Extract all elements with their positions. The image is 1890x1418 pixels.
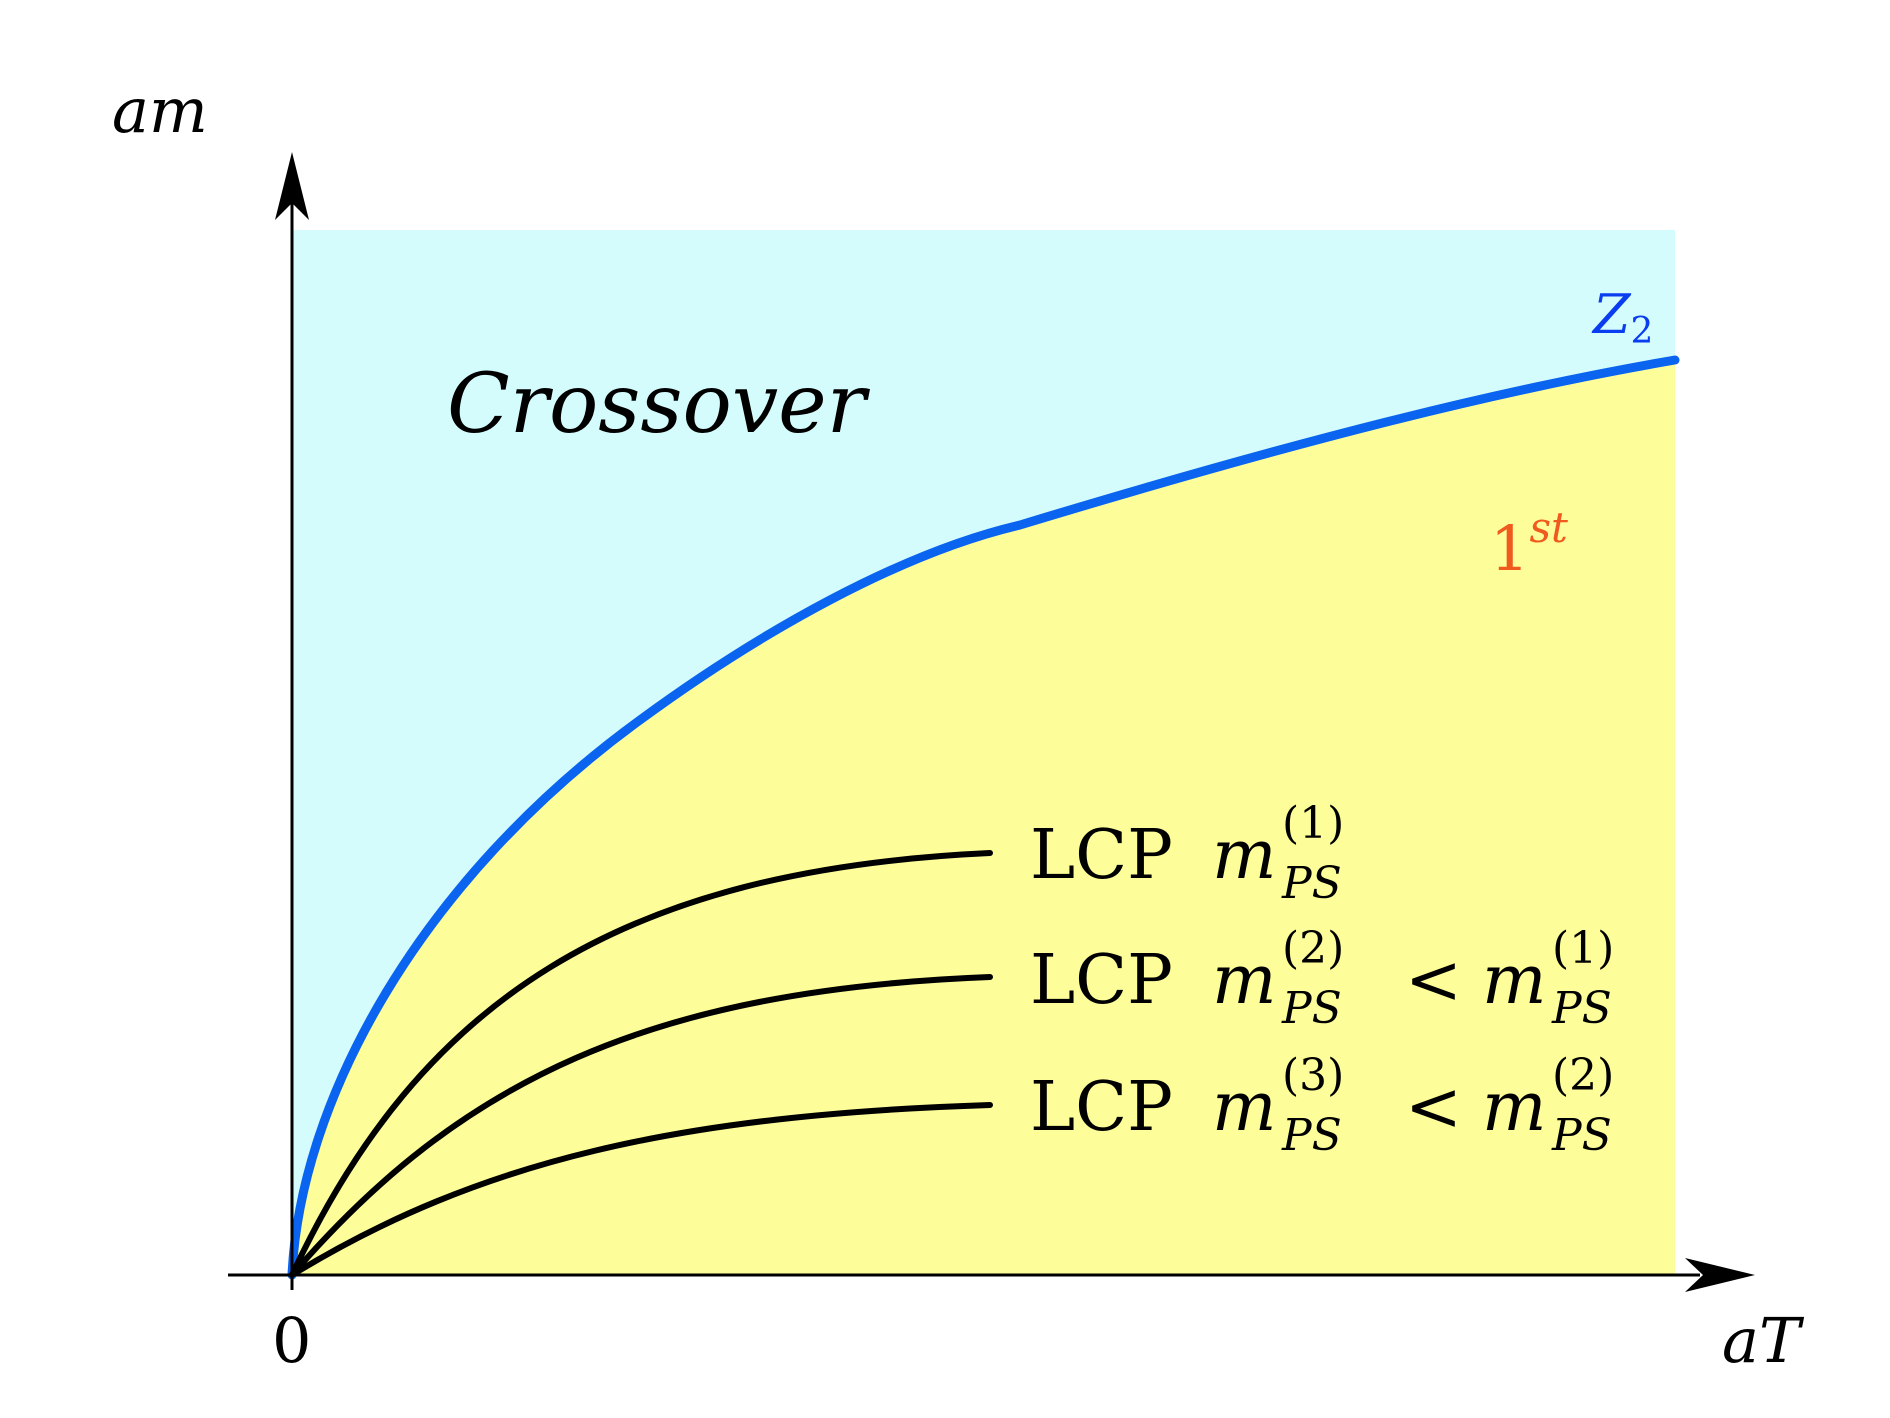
z2-label-base: Z <box>1591 283 1632 346</box>
lcp-label-2-m2: m <box>1482 941 1546 1020</box>
lcp-label-1-m: m <box>1212 816 1276 895</box>
z2-label: Z2 <box>1591 283 1653 352</box>
lcp-label-2-sub: PS <box>1281 983 1342 1034</box>
lcp-label-3-sub: PS <box>1281 1110 1342 1161</box>
lcp-curve-2 <box>289 974 993 1278</box>
lcp-label-2-sub2: PS <box>1551 983 1612 1034</box>
lcp-label-2: LCP m (2) PS < m (1) PS <box>1030 923 1614 1034</box>
lcp-label-1-sub: PS <box>1281 858 1342 909</box>
lcp-label-3-prefix: LCP <box>1030 1068 1173 1147</box>
first-order-region <box>292 360 1675 1275</box>
crossover-label: Crossover <box>447 357 871 452</box>
lcp-label-3: LCP m (3) PS < m (2) PS <box>1030 1050 1614 1161</box>
x-axis-arrowhead <box>1685 1258 1755 1292</box>
lcp-label-3-m2: m <box>1482 1068 1546 1147</box>
lcp-curve-3 <box>289 1102 993 1278</box>
origin-label: 0 <box>272 1304 311 1377</box>
lcp-label-2-lt: < <box>1405 941 1462 1020</box>
x-axis-label: aT <box>1722 1304 1805 1377</box>
lcp-label-3-sup2: (2) <box>1552 1050 1614 1101</box>
lcp-label-1-prefix: LCP <box>1030 816 1173 895</box>
lcp-curve-1 <box>289 850 993 1278</box>
lcp-label-1-sup: (1) <box>1282 798 1344 849</box>
z2-boundary-curve <box>287 355 1680 1280</box>
lcp-label-1: LCP m (1) PS <box>1030 798 1344 909</box>
lcp-label-2-prefix: LCP <box>1030 941 1173 1020</box>
first-order-label-base: 1 <box>1490 512 1529 585</box>
lcp-label-3-sub2: PS <box>1551 1110 1612 1161</box>
lcp-label-2-sup2: (1) <box>1552 923 1614 974</box>
first-order-label: 1st <box>1490 503 1568 585</box>
z2-label-sub: 2 <box>1631 311 1654 352</box>
lcp-label-3-lt: < <box>1405 1068 1462 1147</box>
y-axis-arrowhead <box>275 152 309 220</box>
y-axis-label: am <box>112 74 208 147</box>
lcp-label-2-sup: (2) <box>1282 923 1344 974</box>
lcp-label-3-m: m <box>1212 1068 1276 1147</box>
first-order-label-sup: st <box>1529 503 1568 552</box>
lcp-label-3-sup: (3) <box>1282 1050 1344 1101</box>
lcp-label-2-m: m <box>1212 941 1276 1020</box>
